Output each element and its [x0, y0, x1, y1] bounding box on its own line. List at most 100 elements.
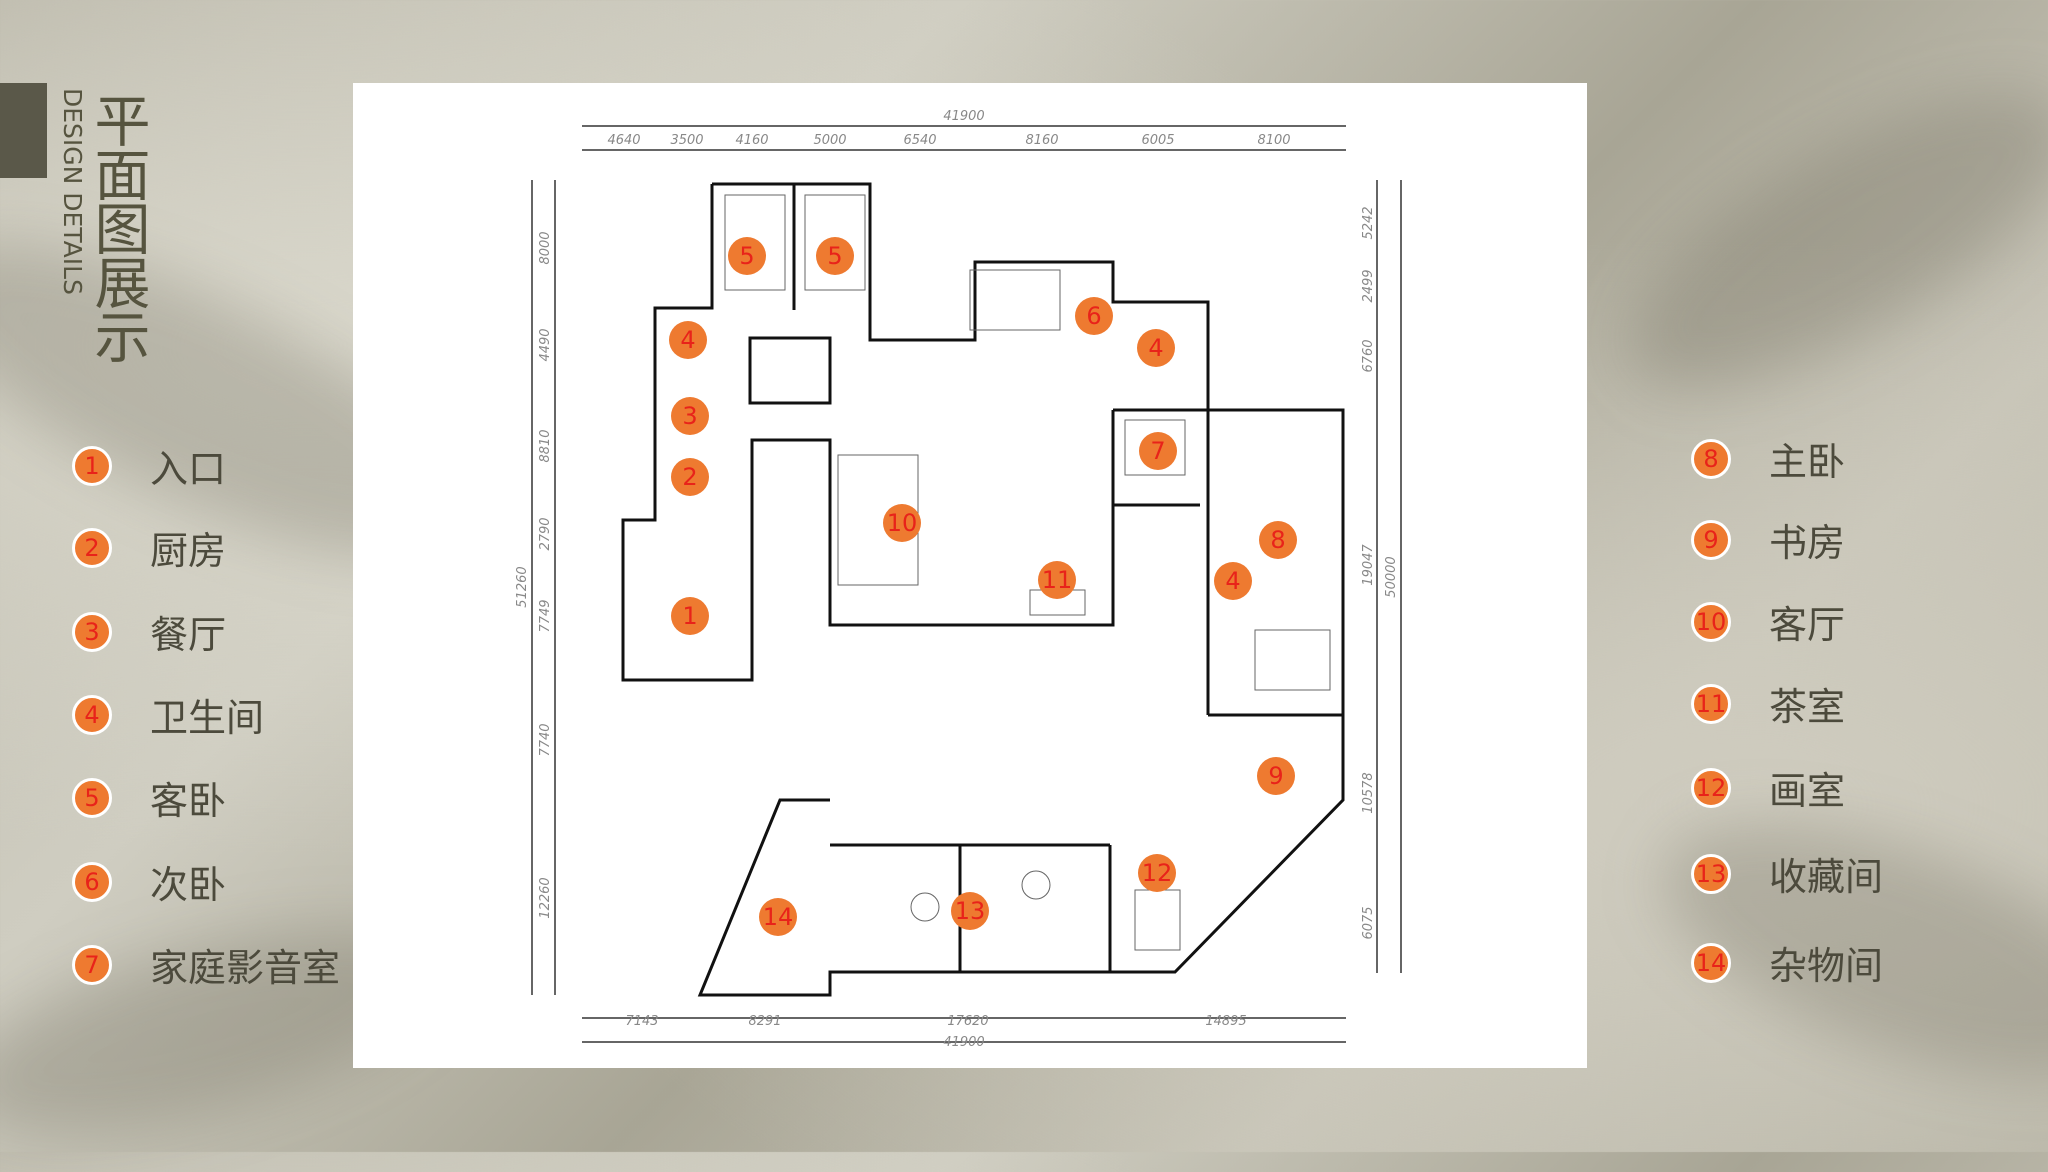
room-marker: 3 [671, 397, 709, 435]
dim-left: 7740 [538, 723, 553, 756]
marker-circle [883, 504, 921, 542]
marker-number: 7 [1150, 437, 1165, 465]
room-marker: 4 [669, 321, 707, 359]
marker-circle [1259, 521, 1297, 559]
room-marker: 1 [671, 597, 709, 635]
legend-label: 次卧 [150, 863, 227, 907]
legend-label: 餐厅 [150, 613, 227, 657]
number-badge: 4 [72, 694, 112, 735]
room-marker: 12 [1138, 854, 1176, 892]
number-badge: 3 [72, 611, 112, 652]
dim-left: 2790 [538, 517, 553, 550]
marker-circle [671, 458, 709, 496]
marker-circle [1138, 854, 1176, 892]
marker-circle [671, 597, 709, 635]
marker-number: 4 [1225, 567, 1240, 595]
legend-item: 6 次卧 [72, 854, 226, 909]
legend-item: 3 餐厅 [72, 604, 226, 659]
marker-circle [951, 892, 989, 930]
room-marker: 4 [1137, 329, 1175, 367]
marker-number: 6 [1086, 302, 1101, 330]
dim-right: 19047 [1361, 544, 1376, 586]
legend-item: 9 书房 [1691, 512, 1845, 567]
legend-item: 10 客厅 [1691, 594, 1845, 649]
page-title: 平面图展示 [85, 92, 150, 362]
marker-circle [671, 397, 709, 435]
walls [621, 182, 1345, 997]
legend-label: 收藏间 [1769, 855, 1884, 899]
number-badge: 8 [1691, 438, 1731, 479]
marker-number: 10 [887, 509, 918, 537]
room-marker: 8 [1259, 521, 1297, 559]
dim-left: 8000 [538, 231, 553, 264]
page-subtitle: DESIGN DETAILS [58, 88, 87, 295]
dim-left: 8810 [538, 429, 553, 462]
legend-label: 卫生间 [150, 696, 265, 740]
marker-circle [669, 321, 707, 359]
legend-label: 客卧 [150, 779, 227, 823]
marker-number: 5 [739, 242, 754, 270]
dim-right: 2499 [1361, 269, 1376, 302]
number-badge: 14 [1691, 942, 1731, 983]
number-badge: 5 [72, 777, 112, 818]
number-badge: 13 [1691, 853, 1731, 894]
dim-right: 6075 [1361, 906, 1376, 939]
dim-left: 4490 [538, 328, 553, 361]
room-marker: 9 [1257, 757, 1295, 795]
marker-number: 8 [1270, 526, 1285, 554]
dim-top-total: 41900 [943, 109, 984, 124]
dim-left: 7749 [538, 599, 553, 632]
marker-circle [728, 237, 766, 275]
legend-label: 家庭影音室 [150, 946, 341, 990]
dim-top: 4640 [607, 133, 640, 148]
marker-number: 14 [763, 903, 794, 931]
dim-right: 5242 [1361, 206, 1376, 239]
legend-item: 13 收藏间 [1691, 846, 1883, 901]
marker-circle [1075, 297, 1113, 335]
legend-label: 客厅 [1769, 603, 1846, 647]
marker-number: 2 [682, 463, 697, 491]
number-badge: 12 [1691, 767, 1731, 808]
room-marker: 5 [816, 237, 854, 275]
legend-label: 入口 [150, 447, 227, 491]
legend-item: 12 画室 [1691, 760, 1845, 815]
room-marker: 11 [1038, 561, 1076, 599]
marker-circle [1214, 562, 1252, 600]
marker-circle [1257, 757, 1295, 795]
number-badge: 10 [1691, 601, 1731, 642]
marker-number: 5 [827, 242, 842, 270]
marker-number: 12 [1142, 859, 1173, 887]
legend-item: 4 卫生间 [72, 687, 264, 742]
room-marker: 10 [883, 504, 921, 542]
marker-number: 3 [682, 402, 697, 430]
dimension-lines [531, 125, 1402, 1043]
dim-right-total: 50000 [1384, 556, 1399, 597]
dim-bottom: 7143 [625, 1014, 658, 1029]
legend-item: 5 客卧 [72, 770, 226, 825]
legend-item: 1 入口 [72, 438, 226, 493]
legend-item: 8 主卧 [1691, 431, 1845, 486]
legend-label: 茶室 [1769, 685, 1846, 729]
legend-label: 主卧 [1769, 440, 1846, 484]
number-badge: 9 [1691, 519, 1731, 560]
dim-left: 12260 [538, 877, 553, 918]
dim-bottom: 14895 [1205, 1014, 1246, 1029]
marker-number: 9 [1268, 762, 1283, 790]
dim-top: 5000 [813, 133, 846, 148]
legend-label: 书房 [1769, 521, 1846, 565]
marker-circle [759, 898, 797, 936]
room-marker: 5 [728, 237, 766, 275]
number-badge: 1 [72, 445, 112, 486]
legend-label: 画室 [1769, 769, 1846, 813]
room-marker: 4 [1214, 562, 1252, 600]
marker-number: 4 [1148, 334, 1163, 362]
number-badge: 6 [72, 861, 112, 902]
dim-top: 8100 [1257, 133, 1290, 148]
